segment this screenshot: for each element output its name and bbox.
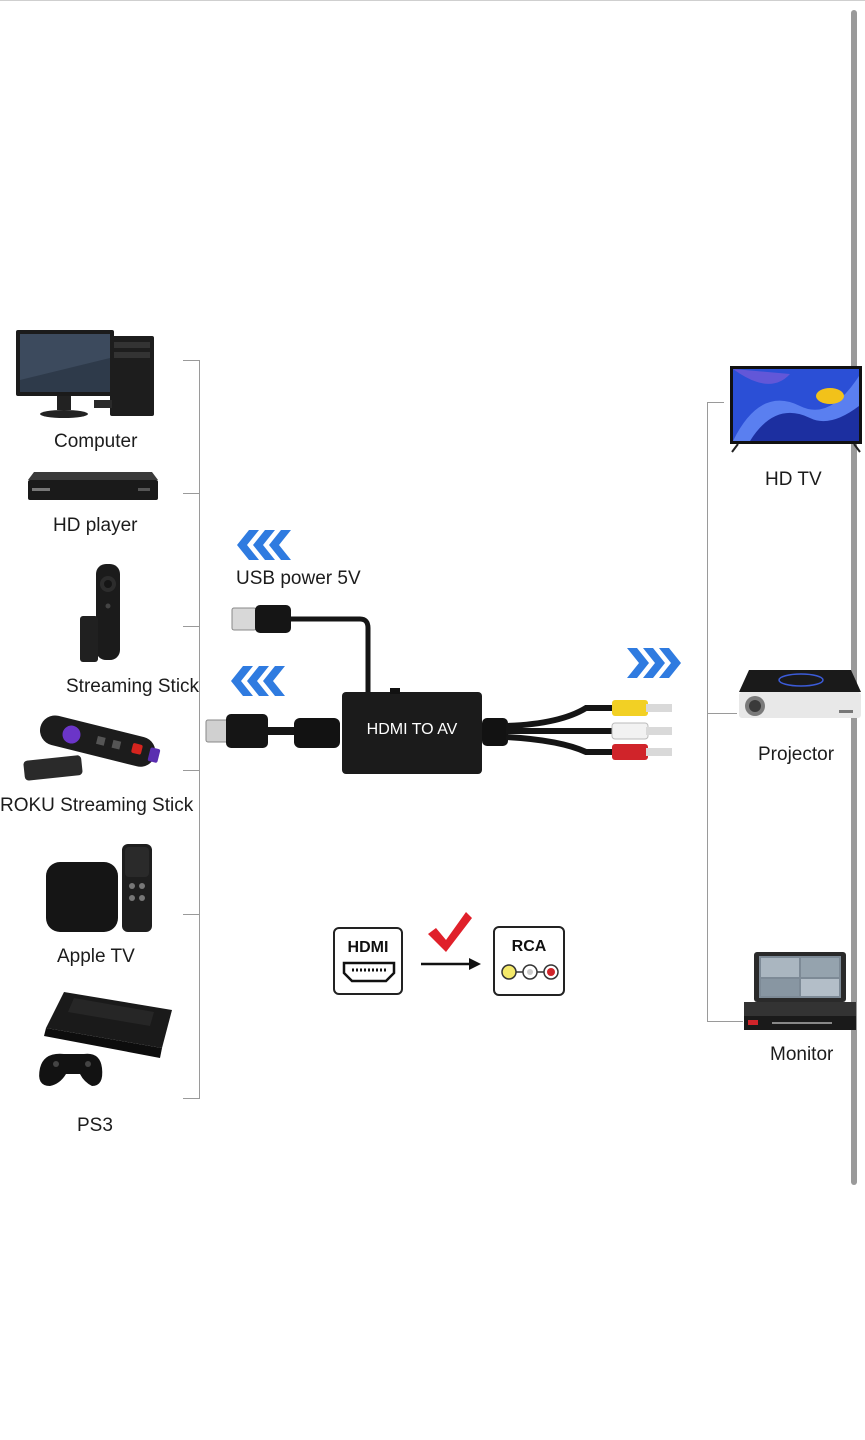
output-label-hd-tv: HD TV (765, 469, 822, 490)
monitor-icon (744, 952, 856, 1030)
source-label-apple-tv: Apple TV (57, 946, 135, 967)
computer-icon (16, 330, 154, 418)
output-label-monitor: Monitor (770, 1044, 834, 1065)
checkmark-icon (428, 912, 472, 952)
arrow-left-icon-hdmi (231, 666, 285, 696)
rca-port-icon: RCA (493, 926, 565, 996)
hdmi-port-icon: HDMI (333, 927, 403, 995)
output-label-projector: Projector (758, 744, 835, 765)
hdmi-label: HDMI (347, 939, 389, 956)
arrow-right-small-icon (421, 958, 481, 970)
fire-stick-icon (80, 564, 120, 662)
scrollbar[interactable] (851, 10, 857, 1185)
source-label-roku: ROKU Streaming Stick (0, 795, 194, 816)
ps3-icon (39, 992, 172, 1086)
cable-assembly (205, 605, 672, 774)
converter-label: HDMI TO AV (366, 721, 458, 738)
tv-icon (730, 366, 862, 453)
usb-power-label: USB power 5V (236, 568, 361, 589)
source-label-streaming-stick: Streaming Stick (66, 676, 200, 697)
source-label-computer: Computer (54, 431, 138, 452)
arrow-right-icon (627, 648, 681, 678)
source-label-hd-player: HD player (53, 515, 138, 536)
apple-tv-icon (46, 844, 152, 932)
roku-stick-icon (23, 715, 161, 781)
rca-label: RCA (511, 938, 547, 955)
top-divider (0, 0, 865, 1)
projector-icon (739, 670, 861, 718)
source-label-ps3: PS3 (77, 1115, 113, 1136)
dvd-player-icon (28, 472, 158, 500)
arrow-left-icon-usb (237, 530, 291, 560)
